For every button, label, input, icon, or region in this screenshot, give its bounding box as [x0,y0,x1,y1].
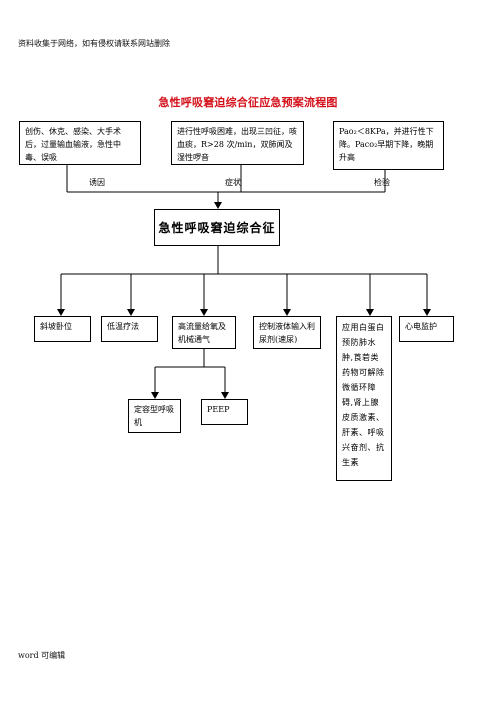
page-title: 急性呼吸窘迫综合征应急预案流程图 [158,96,338,109]
test-box: Pao₂＜8KPa，并进行性下降。Paco₂早期下降，晚期升高 [333,121,444,170]
symptom-label: 症状 [225,178,241,187]
sub-measure-box-2: PEEP [201,399,248,425]
sub-measure-box-1: 定容型呼吸机 [128,399,181,433]
footer-note: word 可编辑 [18,651,66,660]
measure-box-3: 高流量给氧及机械通气 [172,316,236,349]
cause-label: 诱因 [89,178,105,187]
measure-box-6: 心电监护 [399,316,454,342]
test-label: 检验 [374,178,390,187]
measure-box-5: 应用白蛋白预防肺水肿,莨菪类药物可解除微循环障碍,肾上腺皮质激素、肝素、呼吸兴奋… [336,316,392,481]
center-box: 急性呼吸窘迫综合征 [154,209,280,246]
symptom-box: 进行性呼吸困难，出现三凹征，咳血痰，R>28 次/min，双肺闻及湿性啰音 [171,121,304,165]
measure-box-4: 控制液体输入利尿剂(速尿) [253,316,321,349]
header-note: 资料收集于网络，如有侵权请联系网站删除 [18,39,170,48]
cause-box: 创伤、休克、感染、大手术后，过量输血输液，急性中毒、误吸 [19,121,141,165]
measure-box-1: 斜坡卧位 [34,316,91,342]
measure-box-2: 低温疗法 [101,316,158,342]
